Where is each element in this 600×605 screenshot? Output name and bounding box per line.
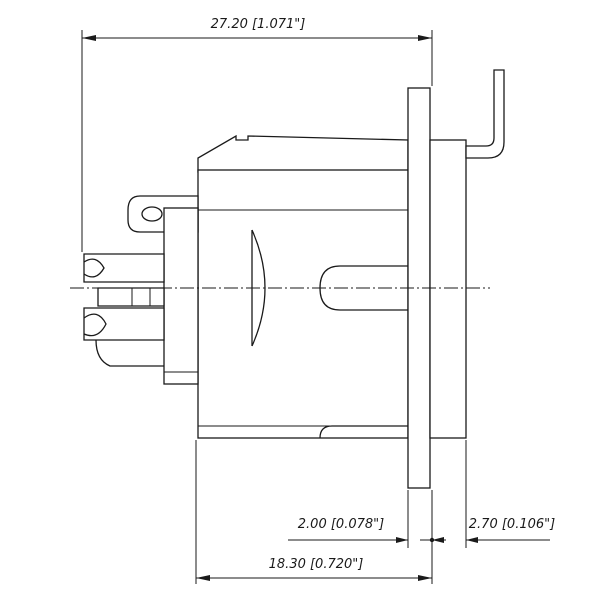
extension-lines bbox=[81, 30, 467, 584]
connector-body bbox=[197, 134, 409, 439]
housing-top-chamfer bbox=[197, 134, 409, 173]
mount-tab bbox=[127, 195, 199, 385]
dimension-body: 18.30 [0.720"] bbox=[196, 557, 432, 581]
dimension-flange-label: 2.00 [0.078"] bbox=[298, 517, 384, 532]
pin-shaft bbox=[97, 287, 165, 307]
contact-pins bbox=[83, 253, 165, 367]
housing-lower-lip bbox=[319, 425, 408, 439]
dimension-overall-label: 27.20 [1.071"] bbox=[211, 17, 306, 32]
dimension-flange: 2.00 [0.078"] bbox=[288, 517, 446, 543]
pin-lower bbox=[83, 307, 165, 341]
housing-main bbox=[197, 169, 409, 439]
dimension-body-label: 18.30 [0.720"] bbox=[269, 557, 364, 572]
dimension-overall: 27.20 [1.071"] bbox=[82, 17, 432, 41]
pin-upper bbox=[83, 253, 165, 283]
solder-tail bbox=[465, 69, 505, 159]
dimension-tail: 2.70 [0.106"] bbox=[420, 517, 555, 543]
dimension-tail-label: 2.70 [0.106"] bbox=[469, 517, 555, 532]
